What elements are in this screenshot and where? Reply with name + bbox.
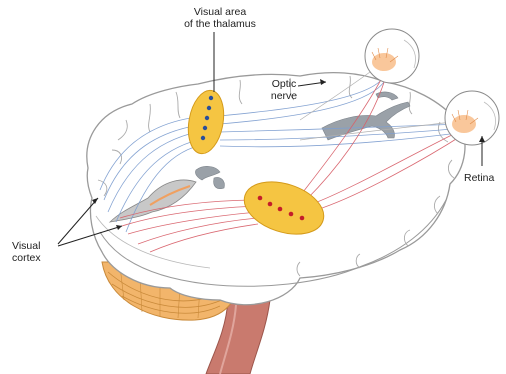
retina-label: Retina <box>464 172 494 184</box>
visual-cortex-label: Visual cortex <box>12 240 41 264</box>
optic-nerve-label-line2: nerve <box>264 90 304 102</box>
eye-lower <box>445 91 499 145</box>
visual-cortex-label-line1: Visual <box>12 240 41 252</box>
visual-cortex-label-line2: cortex <box>12 252 41 264</box>
thalamus-label-line2: of the thalamus <box>172 18 268 30</box>
optic-nerve-label-line1: Optic <box>264 78 304 90</box>
eye-upper <box>365 29 419 83</box>
thalamus-label-line1: Visual area <box>172 6 268 18</box>
thalamus-label: Visual area of the thalamus <box>172 6 268 30</box>
optic-nerve-label: Optic nerve <box>264 78 304 102</box>
